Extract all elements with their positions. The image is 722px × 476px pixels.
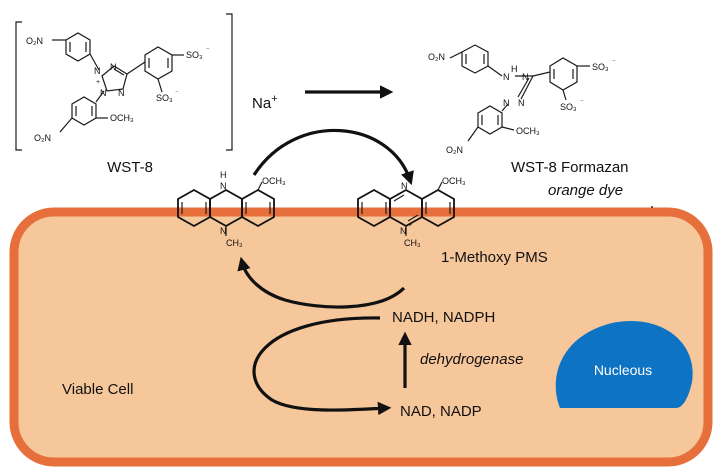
- fz-o2n-bottom: O₂N: [446, 145, 463, 155]
- nadh-label: NADH, NADPH: [392, 309, 495, 326]
- wst8-minus-b: ⁻: [175, 90, 179, 97]
- fz-minus-b: ⁻: [580, 99, 584, 106]
- red-pms-n-top: N: [220, 181, 227, 191]
- wst8-structure: O₂N N N + N N SO₃ ⁻ SO₃ ⁻ OCH₃ O₂N: [15, 13, 233, 151]
- nucleus: [555, 321, 693, 408]
- formazan-structure: O₂N H N N N N SO₃ ⁻ SO₃ ⁻ OCH₃ O₂N: [428, 44, 616, 155]
- wst8-minus-a: ⁻: [206, 47, 210, 54]
- red-pms-n-bottom: N: [220, 226, 227, 236]
- ox-pms-plus: +: [408, 222, 412, 229]
- wst8-och3: OCH₃: [110, 113, 134, 123]
- viable-cell-label: Viable Cell: [62, 381, 133, 398]
- ox-pms-n-top: N: [401, 181, 408, 191]
- wst8-so3-a: SO₃: [186, 50, 203, 60]
- ox-pms-n-bottom: N: [400, 226, 407, 236]
- wst8-n-3: N: [100, 88, 107, 98]
- fz-so3-b: SO₃: [560, 102, 577, 112]
- wst8-n-1: N: [94, 66, 101, 76]
- dehydrogenase-label: dehydrogenase: [420, 351, 523, 368]
- fz-n-3: N: [503, 98, 510, 108]
- nad-label: NAD, NADP: [400, 403, 482, 420]
- wst8-n-2: N: [110, 62, 117, 72]
- nucleus-label: Nucleous: [594, 362, 652, 378]
- wst8-o2n-top: O₂N: [26, 36, 43, 46]
- viable-cell-body: [9, 207, 713, 467]
- red-pms-ch3: CH₃: [226, 238, 243, 248]
- wst8-o2n-bottom: O₂N: [34, 133, 51, 143]
- reduced-methoxy-pms: H N OCH₃ N CH₃: [177, 170, 286, 248]
- fz-h: H: [511, 64, 518, 74]
- methoxy-pms-label: 1-Methoxy PMS: [441, 249, 548, 266]
- wst8-plus: +: [96, 79, 100, 86]
- fz-so3-a: SO₃: [592, 62, 609, 72]
- ox-pms-ch3: CH₃: [404, 238, 421, 248]
- oxidized-methoxy-pms: N OCH₃ N + CH₃: [357, 176, 466, 248]
- wst8-n-4: N: [118, 88, 125, 98]
- fz-n-2: N: [522, 72, 529, 82]
- formazan-label: WST-8 Formazan: [511, 159, 629, 176]
- red-pms-och3: OCH₃: [262, 176, 286, 186]
- wst8-label: WST-8: [107, 159, 153, 176]
- ox-pms-och3: OCH₃: [442, 176, 466, 186]
- loop-arrow: [252, 316, 392, 416]
- wst8-so3-b: SO₃: [156, 93, 173, 103]
- arc-arrow-top: [252, 129, 414, 186]
- arrow-back-to-reduced: [237, 256, 406, 309]
- orange-dye-label: orange dye: [548, 182, 623, 199]
- fz-n-4: N: [518, 98, 525, 108]
- small-dot: [651, 206, 653, 208]
- red-pms-h: H: [220, 170, 227, 180]
- na-plus: Na+: [252, 93, 278, 112]
- fz-n-1: N: [503, 72, 510, 82]
- fz-minus-a: ⁻: [612, 59, 616, 66]
- fz-o2n-top: O₂N: [428, 52, 445, 62]
- fz-och3: OCH₃: [516, 126, 540, 136]
